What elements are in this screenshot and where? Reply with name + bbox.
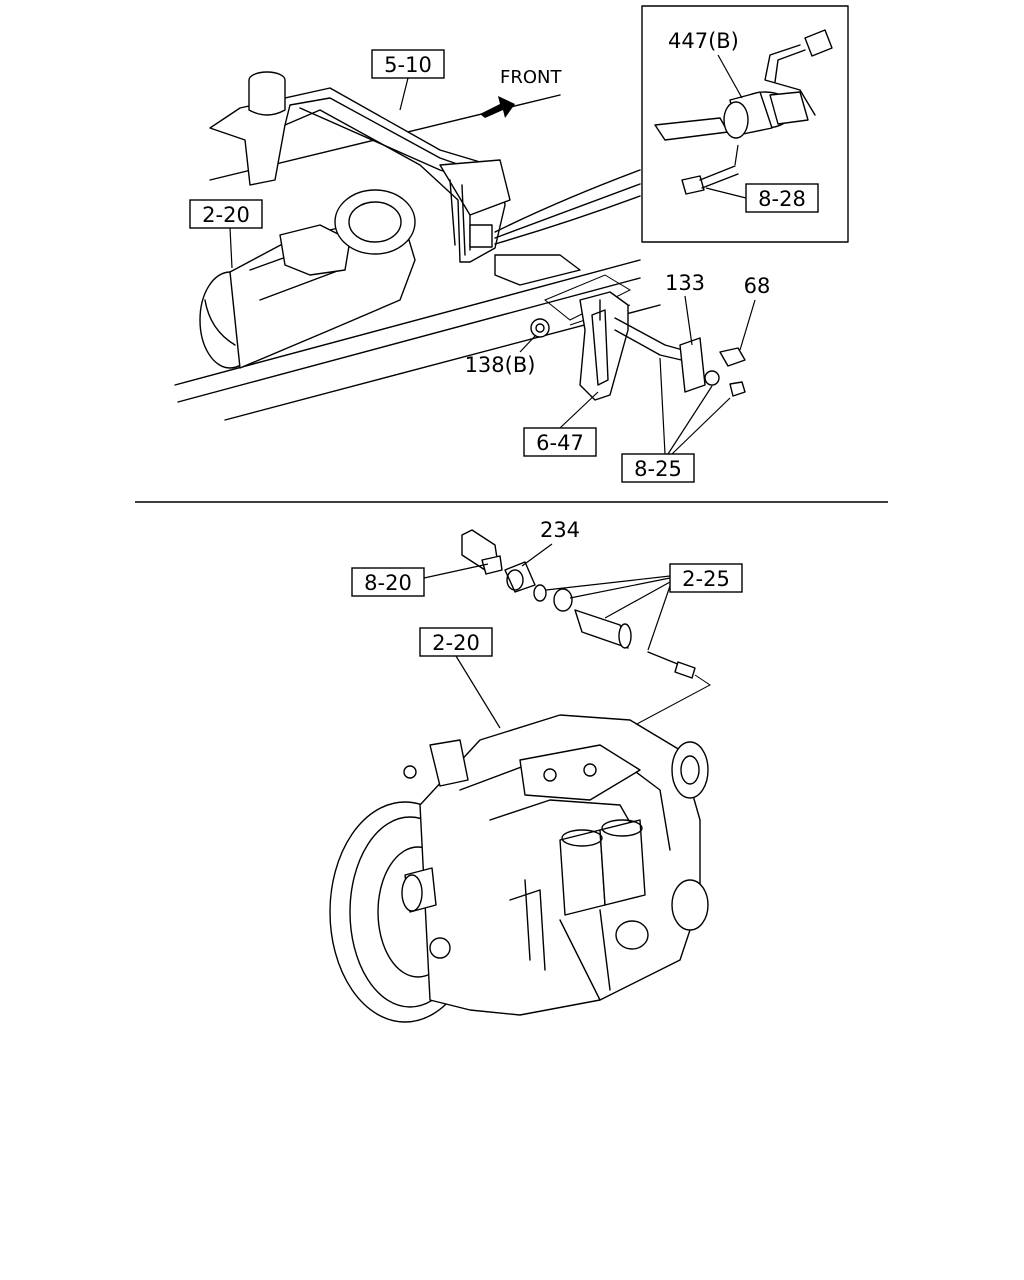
callout-label-447b: 447(B) <box>668 29 739 53</box>
callout-234: 234 <box>521 518 580 567</box>
callout-2-25: 2-25 <box>545 563 743 651</box>
callout-68: 68 <box>739 274 771 351</box>
callout-2-20-top: 2-20 <box>189 199 263 269</box>
callout-label: 234 <box>540 518 580 542</box>
callout-label: 5-10 <box>384 53 432 77</box>
callout-label: 138(B) <box>465 353 536 377</box>
front-indicator: FRONT <box>480 67 562 118</box>
bottom-assembly-drawing <box>329 529 711 1023</box>
callout-6-47: 6-47 <box>523 391 599 457</box>
inset-detail: 447(B) 8-28 <box>641 5 849 243</box>
callout-8-20: 8-20 <box>351 563 489 597</box>
callout-label: 2-20 <box>202 203 250 227</box>
callout-133: 133 <box>665 271 705 346</box>
arrow-right-icon <box>480 96 515 118</box>
callout-label: 2-20 <box>432 631 480 655</box>
callout-5-10: 5-10 <box>371 49 445 111</box>
top-assembly-drawing <box>174 71 746 421</box>
callout-label: 68 <box>744 274 771 298</box>
callout-label: 8-25 <box>634 457 682 481</box>
callout-label: 6-47 <box>536 431 584 455</box>
callout-label-8-28: 8-28 <box>758 187 806 211</box>
callout-138b: 138(B) <box>465 334 537 377</box>
callout-2-20-bottom: 2-20 <box>419 627 501 729</box>
callout-label: 133 <box>665 271 705 295</box>
callout-8-25: 8-25 <box>621 357 731 483</box>
front-label: FRONT <box>500 67 562 88</box>
callout-label: 2-25 <box>682 567 730 591</box>
callout-label: 8-20 <box>364 571 412 595</box>
